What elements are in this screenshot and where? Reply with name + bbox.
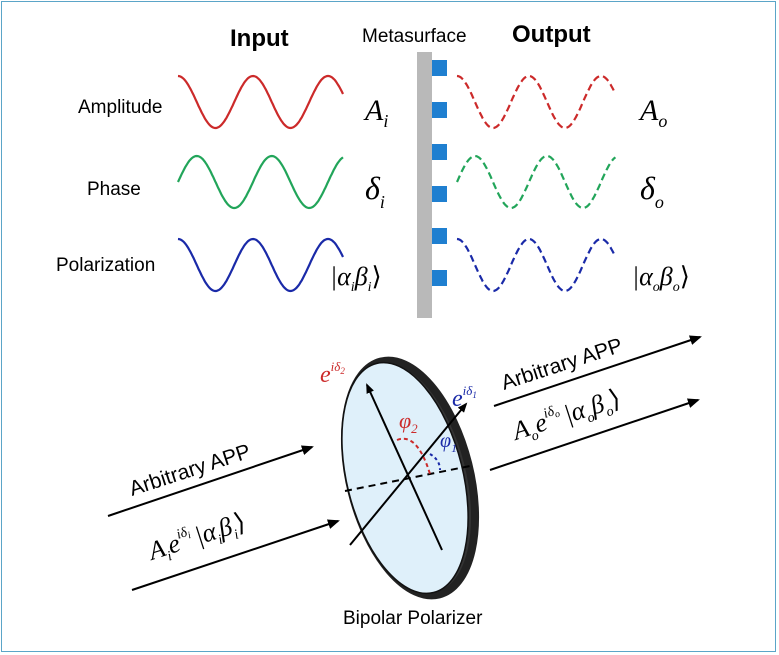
metasurface-elements xyxy=(432,60,447,286)
polarization-input-ket: |αiβi⟩ xyxy=(330,262,382,295)
phi1-label: φ1 xyxy=(440,430,457,455)
output-beam-upper xyxy=(493,335,702,407)
polarization-label: Polarization xyxy=(56,255,155,276)
metasurface-element xyxy=(432,60,447,76)
polarization-output-wave xyxy=(456,237,617,293)
metasurface-element xyxy=(432,186,447,202)
phi2-arc xyxy=(396,437,431,475)
input-beam-lower xyxy=(131,519,340,591)
output-header: Output xyxy=(512,21,591,48)
phase-input-symbol: δi xyxy=(365,170,385,212)
phi2-label: φ2 xyxy=(399,408,418,436)
metasurface-header: Metasurface xyxy=(362,26,467,47)
amplitude-label: Amplitude xyxy=(78,97,163,118)
input-beam-upper xyxy=(107,445,314,517)
amplitude-output-symbol: Ao xyxy=(638,94,667,131)
metasurface-element xyxy=(432,102,447,118)
axis2-phase-label: eiδ2 xyxy=(320,359,345,388)
metasurface-element xyxy=(432,144,447,160)
phase-label: Phase xyxy=(87,179,141,200)
phase-output-symbol: δo xyxy=(640,170,664,212)
polarization-axis-1 xyxy=(349,402,468,546)
phase-input-wave xyxy=(176,154,344,210)
metasurface-bar xyxy=(417,52,432,318)
amplitude-input-wave xyxy=(177,74,344,130)
metasurface-element xyxy=(432,270,447,286)
bipolar-polarizer-label: Bipolar Polarizer xyxy=(343,608,483,629)
input-expression: Aieiδi|αiβi⟩ xyxy=(143,507,250,570)
output-expression: Aoeiδo|αoβo⟩ xyxy=(507,384,625,451)
polarization-input-wave xyxy=(177,237,344,293)
metasurface-element xyxy=(432,228,447,244)
phase-output-wave xyxy=(455,154,617,210)
input-header: Input xyxy=(230,25,289,52)
polarization-axis-2 xyxy=(366,383,443,551)
amplitude-input-symbol: Ai xyxy=(363,94,388,131)
phi1-arc xyxy=(429,453,441,471)
amplitude-output-wave xyxy=(456,74,617,130)
polarization-output-ket: |αoβo⟩ xyxy=(632,262,690,295)
axis1-phase-label: eiδ1 xyxy=(452,383,477,412)
reference-axis xyxy=(344,465,471,492)
output-beam-lower xyxy=(489,398,700,471)
input-beam-label: Arbitrary APP xyxy=(126,440,253,501)
